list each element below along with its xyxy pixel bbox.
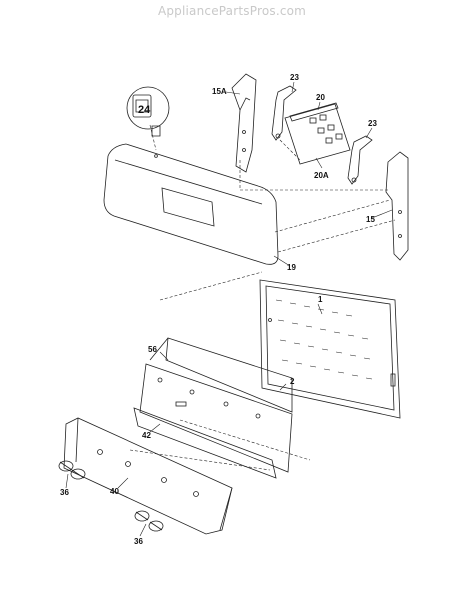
label-42: 42 — [142, 431, 151, 440]
part-40-manifold-cover — [63, 417, 233, 535]
part-36-knobs-bottom — [134, 510, 164, 532]
leader-lines — [65, 81, 393, 537]
label-1: 1 — [318, 295, 323, 304]
label-36-left: 36 — [60, 488, 69, 497]
part-23-clip-left — [271, 85, 297, 141]
part-2-heat-shield — [149, 337, 293, 413]
label-56: 56 — [148, 345, 157, 354]
part-42-trim-strip — [133, 407, 277, 479]
label-15A: 15A — [212, 87, 227, 96]
part-36-knobs-left — [58, 460, 86, 480]
label-19: 19 — [287, 263, 296, 272]
label-23-left: 23 — [290, 73, 299, 82]
label-24: 24 — [138, 104, 151, 116]
part-labels: 15A 23 20 23 20A 24 15 19 1 56 2 42 36 4… — [60, 73, 377, 546]
label-40: 40 — [110, 487, 119, 496]
label-23-right: 23 — [368, 119, 377, 128]
part-19-console-panel — [103, 143, 279, 265]
label-36-bottom: 36 — [134, 537, 143, 546]
label-15: 15 — [366, 215, 375, 224]
label-2: 2 — [290, 377, 295, 386]
part-15-bracket — [385, 151, 409, 261]
part-15A-bracket — [231, 73, 257, 173]
watermark: AppliancePartsPros.com — [157, 4, 307, 18]
part-56-backing-panel — [139, 363, 293, 473]
label-20: 20 — [316, 93, 325, 102]
part-1-back-panel — [259, 279, 401, 419]
label-20A: 20A — [314, 171, 329, 180]
part-23-clip-right — [347, 135, 373, 185]
part-24-inset — [126, 86, 170, 137]
part-20-control-board — [284, 102, 351, 165]
